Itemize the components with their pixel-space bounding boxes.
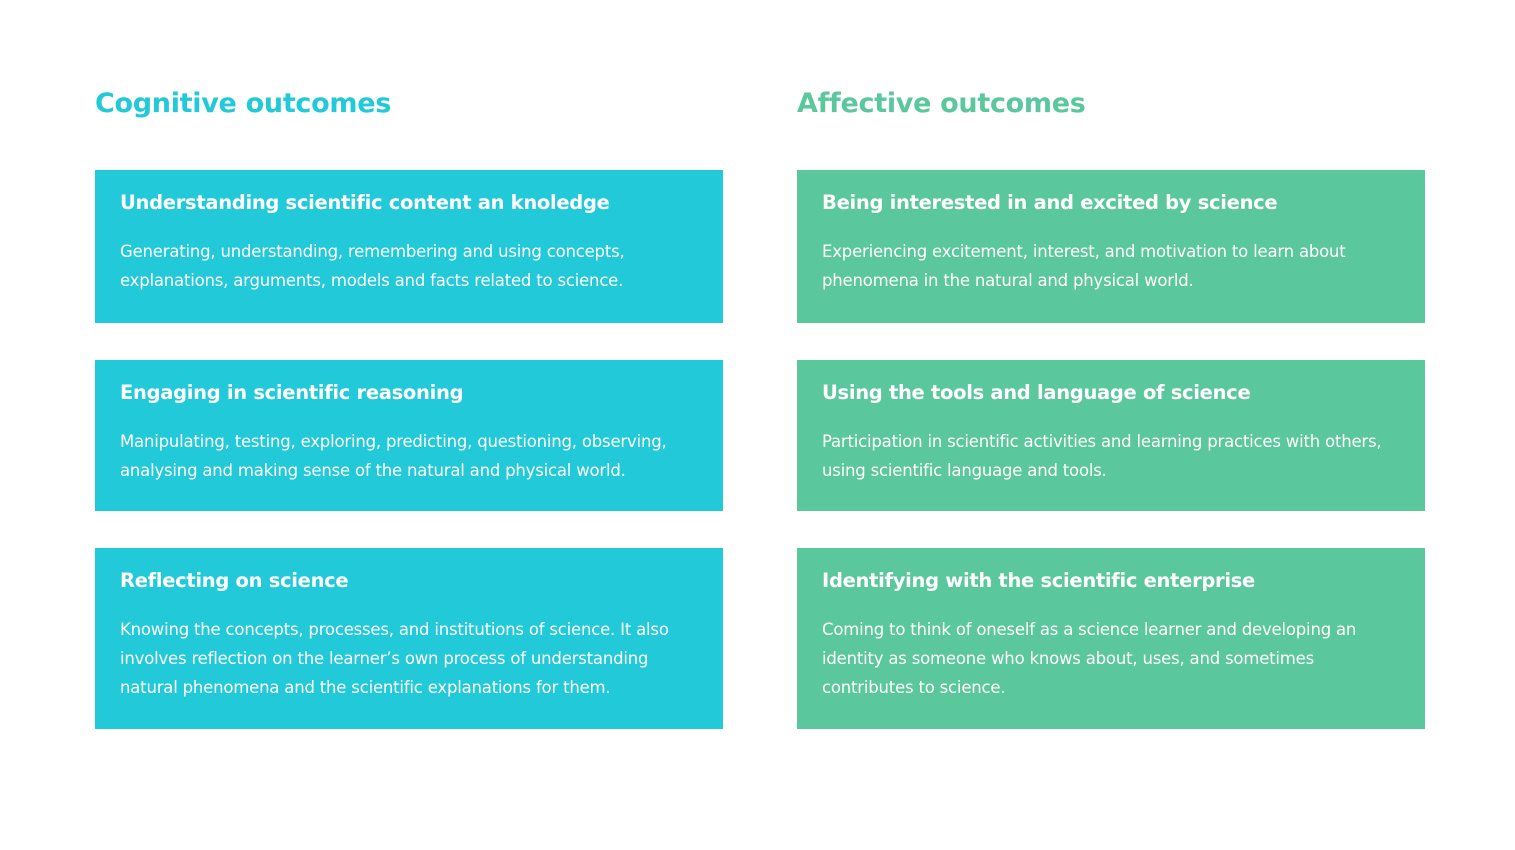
- card-title: Understanding scientific content an knol…: [120, 191, 610, 214]
- card-description: Participation in scientific activities a…: [822, 432, 1382, 480]
- card-description: Manipulating, testing, exploring, predic…: [120, 432, 667, 480]
- card-description: Experiencing excitement, interest, and m…: [822, 242, 1346, 290]
- card-title: Being interested in and excited by scien…: [822, 191, 1278, 214]
- card-description: Coming to think of oneself as a science …: [822, 620, 1357, 697]
- cognitive-card-reasoning: Engaging in scientific reasoning Manipul…: [95, 360, 723, 511]
- card-title: Using the tools and language of science: [822, 381, 1251, 404]
- affective-card-tools-language: Using the tools and language of science …: [797, 360, 1425, 511]
- affective-card-interested: Being interested in and excited by scien…: [797, 170, 1425, 323]
- affective-card-identifying: Identifying with the scientific enterpri…: [797, 548, 1425, 729]
- card-title: Identifying with the scientific enterpri…: [822, 569, 1255, 592]
- affective-title: Affective outcomes: [797, 88, 1086, 119]
- card-description: Knowing the concepts, processes, and ins…: [120, 620, 669, 697]
- cognitive-card-understanding: Understanding scientific content an knol…: [95, 170, 723, 323]
- card-title: Reflecting on science: [120, 569, 349, 592]
- cognitive-card-reflecting: Reflecting on science Knowing the concep…: [95, 548, 723, 729]
- card-title: Engaging in scientific reasoning: [120, 381, 464, 404]
- card-description: Generating, understanding, remembering a…: [120, 242, 625, 290]
- cognitive-title: Cognitive outcomes: [95, 88, 391, 119]
